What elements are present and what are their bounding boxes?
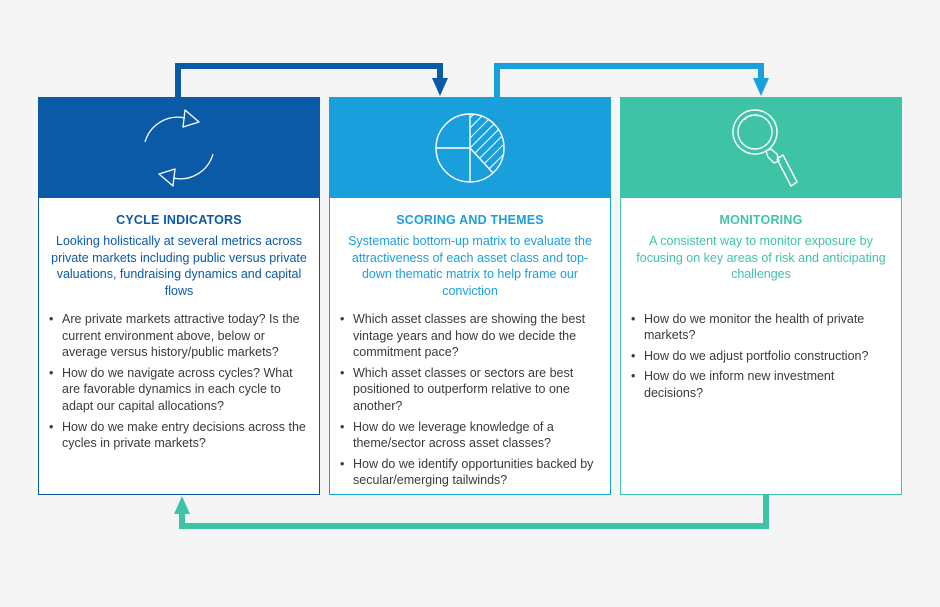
card-scoring-and-themes: SCORING AND THEMES Systematic bottom-up … (329, 97, 611, 495)
card-title: CYCLE INDICATORS (116, 213, 242, 227)
list-item: Which asset classes or sectors are best … (340, 365, 604, 415)
card-cycle-indicators: CYCLE INDICATORS Looking holistically at… (38, 97, 320, 495)
card-body: MONITORING A consistent way to monitor e… (621, 198, 901, 405)
list-item: How do we monitor the health of private … (631, 311, 895, 344)
list-item: How do we inform new investment decision… (631, 368, 895, 401)
list-item: How do we make entry decisions across th… (49, 419, 313, 452)
list-item: Are private markets attractive today? Is… (49, 311, 313, 361)
arrowhead-scoring (432, 78, 448, 96)
cycle-arrows-icon (144, 109, 214, 187)
card-header (621, 98, 901, 198)
list-item: How do we leverage knowledge of a theme/… (340, 419, 604, 452)
list-item: How do we identify opportunities backed … (340, 456, 604, 489)
list-item: How do we adjust portfolio construction? (631, 348, 895, 365)
card-header (39, 98, 319, 198)
card-subtitle: A consistent way to monitor exposure by … (636, 234, 886, 281)
card-monitoring: MONITORING A consistent way to monitor e… (620, 97, 902, 495)
card-title: MONITORING (719, 213, 803, 227)
arrowhead-cycle (174, 496, 190, 514)
question-list: How do we monitor the health of private … (627, 311, 895, 402)
pie-chart-icon (435, 113, 505, 183)
question-list: Which asset classes are showing the best… (336, 311, 604, 489)
card-body: CYCLE INDICATORS Looking holistically at… (39, 198, 319, 456)
card-subtitle: Looking holistically at several metrics … (51, 234, 307, 298)
list-item: Which asset classes are showing the best… (340, 311, 604, 361)
card-header (330, 98, 610, 198)
question-list: Are private markets attractive today? Is… (45, 311, 313, 452)
card-title: SCORING AND THEMES (396, 213, 544, 227)
magnifying-glass-icon (732, 109, 798, 187)
card-subtitle: Systematic bottom-up matrix to evaluate … (348, 234, 592, 298)
list-item: How do we navigate across cycles? What a… (49, 365, 313, 415)
card-body: SCORING AND THEMES Systematic bottom-up … (330, 198, 610, 493)
arrow-cycle-to-scoring (175, 63, 443, 97)
arrow-monitoring-to-cycle (179, 495, 769, 529)
arrowhead-monitoring (753, 78, 769, 96)
arrow-scoring-to-monitoring (494, 63, 764, 97)
